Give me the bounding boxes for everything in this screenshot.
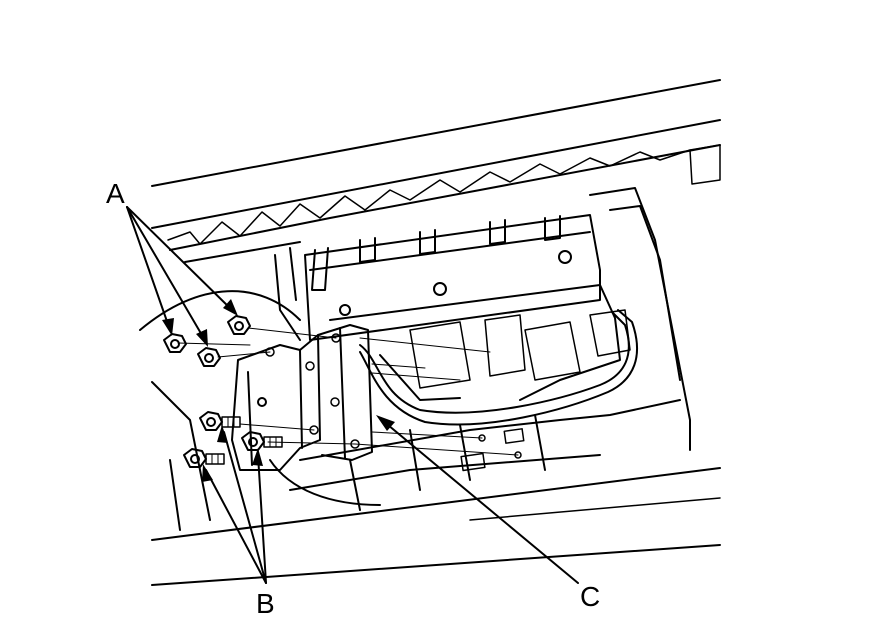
bolt-b-2 — [242, 432, 282, 450]
callout-label-b: B — [256, 588, 275, 619]
body-panel-lines — [152, 80, 720, 585]
bolt-b-1 — [200, 412, 240, 430]
bolt-b-3 — [184, 449, 224, 467]
arrowheads-a — [162, 299, 238, 347]
bracket-holes — [266, 334, 521, 458]
callout-label-c: C — [580, 581, 601, 612]
nut-a-2 — [198, 348, 220, 366]
module-housing — [275, 215, 680, 510]
arrowheads-b — [202, 425, 263, 482]
nut-a-1 — [228, 316, 250, 334]
callout-arrows-a — [127, 207, 234, 342]
wire-harness — [360, 310, 637, 425]
callout-arrows-b — [206, 432, 266, 583]
arrowhead-c — [376, 415, 395, 431]
callout-label-a: A — [106, 178, 125, 209]
callout-arrow-c — [382, 420, 578, 583]
alignment-lines — [178, 328, 518, 455]
mounting-bracket — [232, 325, 372, 470]
left-body-arc — [140, 291, 380, 530]
